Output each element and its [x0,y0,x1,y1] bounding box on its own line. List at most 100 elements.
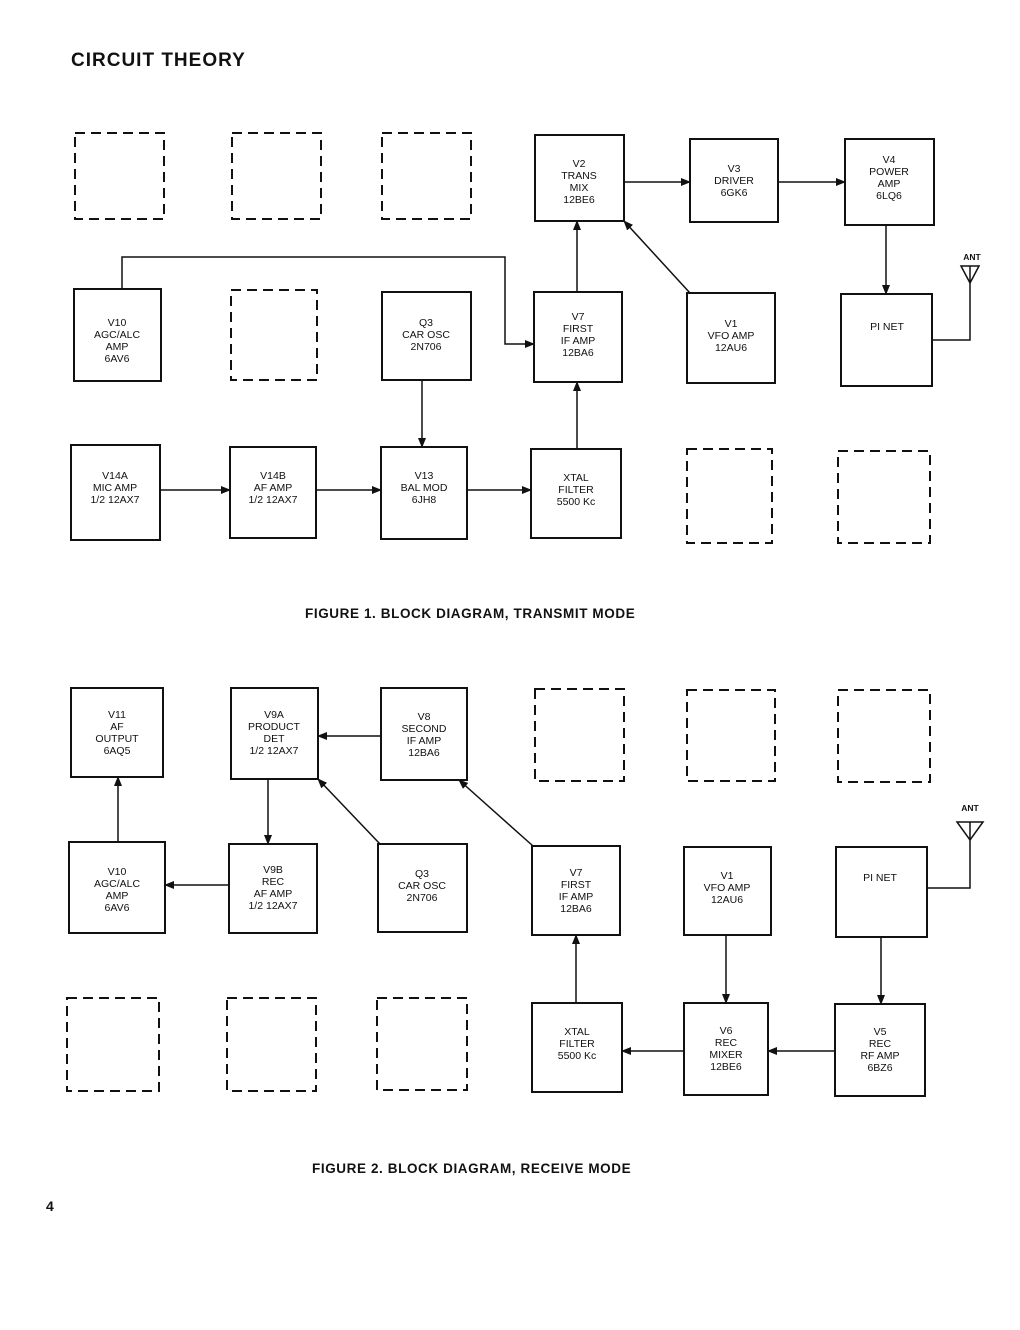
block-label-line: 12BA6 [560,903,592,915]
block-label-line: V9A [264,709,284,721]
block-label-line: Q3 [415,868,429,880]
block-label-line: AF AMP [254,482,293,494]
block-label-line: 6BZ6 [867,1062,892,1074]
block-label-line: 1/2 12AX7 [249,745,298,757]
block-label-line: IF AMP [407,735,441,747]
block-label-line: 2N706 [411,341,442,353]
fig1-antenna-icon [959,265,981,285]
block-label-line: OUTPUT [95,733,139,745]
block-label-line: IF AMP [559,891,593,903]
block-label-line: 5500 Kc [558,1050,597,1062]
fig1-empty-block [74,132,165,220]
block-label-line: 12BA6 [408,747,440,759]
block-label-line: V3 [728,163,741,175]
block-label-line: PRODUCT [248,721,301,733]
block-label-line: PI NET [870,321,904,333]
block-label-line: AMP [106,341,129,353]
block-label-line: REC [262,876,285,888]
block-label-line: MIX [570,182,589,194]
block-label-line: 6GK6 [721,187,748,199]
block-label-line: DRIVER [714,175,754,187]
block-label-line: REC [869,1038,892,1050]
block-label-line: RF AMP [860,1050,899,1062]
fig1-block-pi-net: PI NET [840,293,933,387]
fig2-block-pi-net: PI NET [835,846,928,938]
block-label-line: 5500 Kc [557,496,596,508]
block-label-line: FILTER [559,1038,595,1050]
block-label-line: IF AMP [561,335,595,347]
block-label-line: AF [110,721,123,733]
block-label-line: VFO AMP [708,330,755,342]
block-label-line: FILTER [558,484,594,496]
fig1-antenna-label: ANT [963,252,981,262]
svg-text:PI NET: PI NET [863,872,897,884]
block-label-line: POWER [869,166,909,178]
block-label-line: 1/2 12AX7 [248,900,297,912]
block-label-line: SECOND [402,723,447,735]
block-label-line: AF AMP [254,888,293,900]
block-label-line: VFO AMP [704,882,751,894]
block-label-line: FIRST [563,323,594,335]
fig1-empty-block [231,132,322,220]
fig2-empty-block [226,997,317,1092]
fig2-empty-block [376,997,468,1091]
block-label-line: DET [264,733,286,745]
block-label-line: V10 [108,317,127,329]
fig1-wire-v10-v7 [121,256,535,348]
fig1-empty-block [230,289,318,381]
block-label-line: V11 [108,709,126,721]
block-label-line: MIC AMP [93,482,137,494]
block-label-line: 12AU6 [715,342,747,354]
block-label-line: XTAL [563,472,589,484]
fig1-wire-v1-v2 [623,220,691,294]
block-label-line: 1/2 12AX7 [90,494,139,506]
block-label-line: AMP [106,890,129,902]
block-label-line: V1 [725,318,738,330]
block-label-line: 6LQ6 [876,190,902,202]
block-label-line: 1/2 12AX7 [248,494,297,506]
block-label-line: V14B [260,470,286,482]
block-label-line: V8 [418,711,431,723]
block-label-line: V9B [263,864,283,876]
block-label-line: V13 [415,470,434,482]
fig1-empty-block [837,450,931,544]
block-label-line: 12BE6 [710,1061,742,1073]
fig2-wire-antenna-pinet [927,840,971,889]
page-heading: CIRCUIT THEORY [71,50,246,71]
